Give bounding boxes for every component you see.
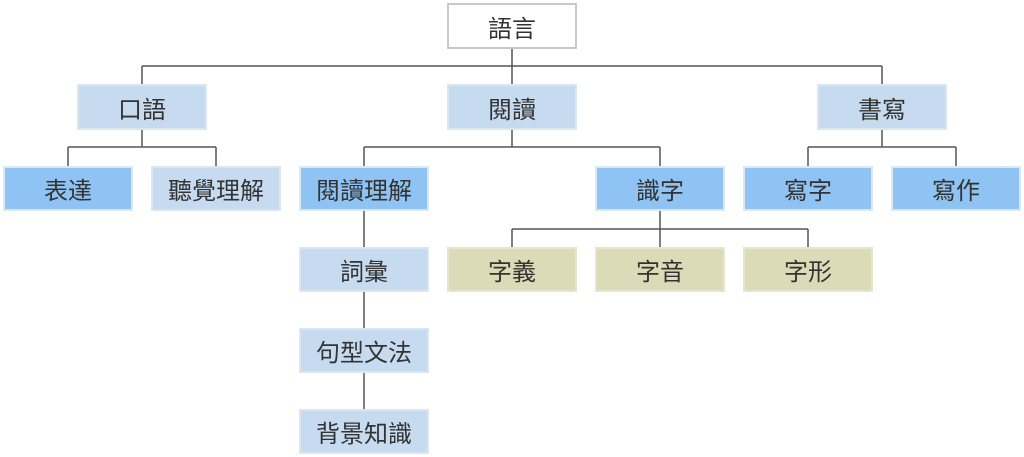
node-reading: 閱讀 [447, 84, 577, 130]
node-vocabulary: 詞彙 [299, 247, 429, 292]
node-expression: 表達 [3, 166, 133, 211]
node-composition: 寫作 [891, 166, 1021, 211]
connector-literacy [511, 211, 809, 247]
node-sound: 字音 [595, 247, 725, 292]
node-comprehension: 閱讀理解 [299, 166, 429, 211]
connector-root [141, 48, 883, 84]
node-listening: 聽覺理解 [151, 166, 281, 211]
node-shape: 字形 [743, 247, 873, 292]
node-literacy: 識字 [595, 166, 725, 211]
connector-reading [363, 130, 661, 166]
node-grammar: 句型文法 [299, 328, 429, 373]
connector-writing [807, 130, 957, 166]
node-background: 背景知識 [299, 409, 429, 454]
node-meaning: 字義 [447, 247, 577, 292]
node-language: 語言 [447, 3, 577, 49]
node-write-chars: 寫字 [743, 166, 873, 211]
node-writing: 書寫 [817, 84, 947, 130]
connector-oral [67, 130, 217, 166]
node-oral: 口語 [77, 84, 207, 130]
